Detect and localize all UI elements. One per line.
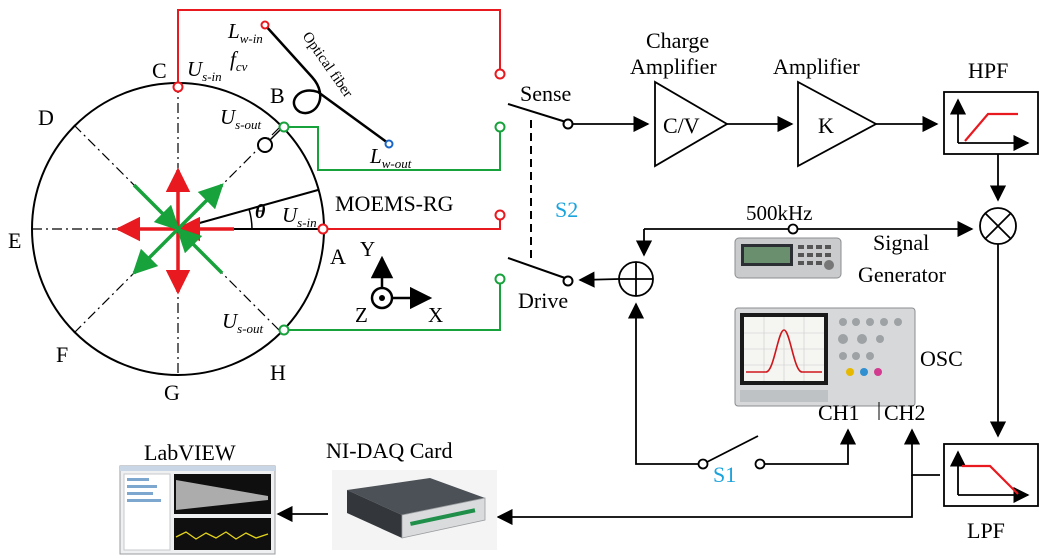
label-b: B xyxy=(270,83,285,108)
label-axis-y: Y xyxy=(360,237,375,261)
mode-arrows-green xyxy=(132,183,224,275)
moems-ring xyxy=(31,20,394,376)
label-a: A xyxy=(330,244,346,269)
fiber-end-in xyxy=(260,20,270,30)
charge-amp-triangle xyxy=(654,80,729,168)
label-sense: Sense xyxy=(520,81,571,106)
label-fcv: fcv xyxy=(230,47,248,74)
lpf-response xyxy=(949,450,1030,504)
label-axis-x: X xyxy=(428,303,443,327)
radius-theta xyxy=(177,189,319,230)
nidaq-card-image xyxy=(332,470,497,550)
label-g: G xyxy=(164,380,180,405)
label-lw-out: Lw-out xyxy=(369,144,412,171)
label-osc: OSC xyxy=(920,346,963,371)
labview-image xyxy=(119,465,276,555)
fiber-end-out xyxy=(384,139,394,149)
label-s1: S1 xyxy=(713,462,736,487)
label-nidaq: NI-DAQ Card xyxy=(326,438,452,463)
text-labels: C D E F G H A B MOEMS-RG θ Us-in Us-in U… xyxy=(8,19,1008,543)
label-f: F xyxy=(56,342,68,367)
label-lpf: LPF xyxy=(967,518,1005,543)
label-us-out-bot: Us-out xyxy=(222,309,264,336)
label-d: D xyxy=(38,105,54,130)
point-b-marker xyxy=(257,137,273,153)
label-us-out-top: Us-out xyxy=(220,105,262,132)
xyz-axes xyxy=(370,255,433,310)
label-hpf: HPF xyxy=(968,58,1008,83)
signal-generator-image xyxy=(734,237,842,279)
theta-arc xyxy=(248,208,253,230)
label-generator: Generator xyxy=(858,262,947,287)
label-cv: C/V xyxy=(663,113,700,138)
green-wires xyxy=(284,126,501,331)
label-freq: 500kHz xyxy=(746,201,813,225)
label-c: C xyxy=(152,58,167,83)
label-amplifier: Amplifier xyxy=(773,54,860,79)
label-labview: LabVIEW xyxy=(144,440,236,465)
label-e: E xyxy=(8,228,21,253)
label-lw-in: Lw-in xyxy=(227,19,263,46)
label-signal: Signal xyxy=(873,230,929,255)
red-wires xyxy=(177,9,501,230)
optical-fiber xyxy=(264,24,389,145)
label-h: H xyxy=(270,360,286,385)
label-drive: Drive xyxy=(518,288,568,313)
label-charge: Charge xyxy=(646,28,709,53)
label-us-in-mid: Us-in xyxy=(282,203,317,230)
label-axis-z: Z xyxy=(355,303,368,327)
label-k: K xyxy=(818,113,834,138)
label-charge-amp: Amplifier xyxy=(630,54,717,79)
label-ch1: CH1 xyxy=(818,400,860,425)
label-moems: MOEMS-RG xyxy=(335,191,454,216)
label-ch2: CH2 xyxy=(884,400,926,425)
label-s2: S2 xyxy=(555,197,578,222)
label-us-in-top: Us-in xyxy=(187,57,222,84)
label-theta: θ xyxy=(255,201,266,223)
osc-trace xyxy=(746,329,822,373)
switch-s2 xyxy=(507,103,574,287)
oscilloscope-image xyxy=(734,307,916,407)
terminals xyxy=(172,68,506,336)
signal-chain xyxy=(276,80,1039,526)
hpf-response xyxy=(949,98,1030,152)
amp-triangle xyxy=(797,80,878,168)
